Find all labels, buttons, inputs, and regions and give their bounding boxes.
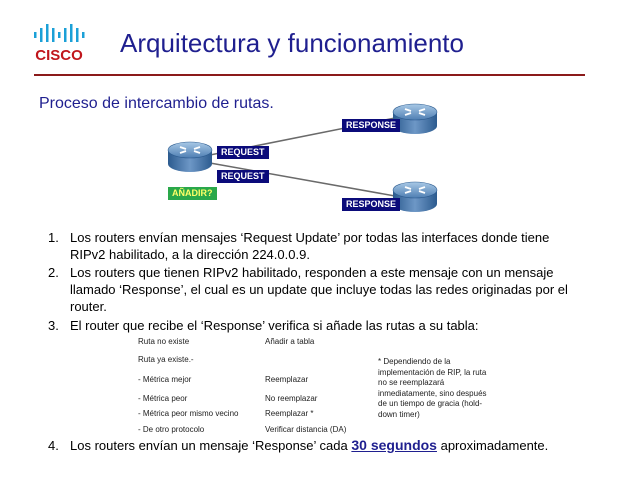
table-cell: Reemplazar xyxy=(265,375,309,384)
table-cell: No reemplazar xyxy=(265,394,318,403)
table-cell: Ruta no existe xyxy=(138,337,190,346)
table-cell: Reemplazar * xyxy=(265,409,314,418)
step-3: 3.El router que recibe el ‘Response’ ver… xyxy=(48,318,479,333)
request-label-top: REQUEST xyxy=(217,146,269,159)
response-label-top: RESPONSE xyxy=(342,119,401,132)
table-cell: - Métrica peor mismo vecino xyxy=(138,409,239,418)
add-question-label: AÑADIR? xyxy=(168,187,217,200)
page-subtitle: Proceso de intercambio de rutas. xyxy=(39,95,274,112)
step-1: 1.Los routers envían mensajes ‘Request U… xyxy=(48,230,550,245)
svg-text:CISCO: CISCO xyxy=(35,47,83,64)
link-bottom xyxy=(209,162,396,197)
table-cell: - De otro protocolo xyxy=(138,425,205,434)
cisco-logo: CISCO xyxy=(34,24,85,64)
title-divider xyxy=(34,74,585,76)
step-2-line-2: llamado ‘Response’, el cual es un update… xyxy=(70,282,568,297)
response-label-bottom: RESPONSE xyxy=(342,198,401,211)
step-4: 4.Los routers envían un mensaje ‘Respons… xyxy=(48,437,549,453)
request-label-bottom: REQUEST xyxy=(217,170,269,183)
hold-down-note: * Dependiendo de la implementación de RI… xyxy=(378,357,487,419)
router-top-right-icon xyxy=(392,103,438,134)
table-cell: - Métrica mejor xyxy=(138,375,192,384)
diagram-links xyxy=(167,103,438,212)
table-cell: - Métrica peor xyxy=(138,394,188,403)
page-title: Arquitectura y funcionamiento xyxy=(120,28,464,58)
step-2-line-3: router. xyxy=(70,299,107,314)
table-cell: Añadir a tabla xyxy=(265,337,315,346)
step-1-line-2: RIPv2 habilitado, a la dirección 224.0.0… xyxy=(70,247,310,262)
interval-highlight: 30 segundos xyxy=(351,437,437,453)
router-bottom-right-icon xyxy=(392,181,438,212)
router-left-icon xyxy=(167,141,213,172)
table-cell: Verificar distancia (DA) xyxy=(265,425,347,434)
step-2: 2.Los routers que tienen RIPv2 habilitad… xyxy=(48,265,554,280)
network-diagram: REQUEST REQUEST RESPONSE RESPONSE AÑADIR… xyxy=(0,0,638,235)
table-cell: Ruta ya existe.- xyxy=(138,355,194,364)
